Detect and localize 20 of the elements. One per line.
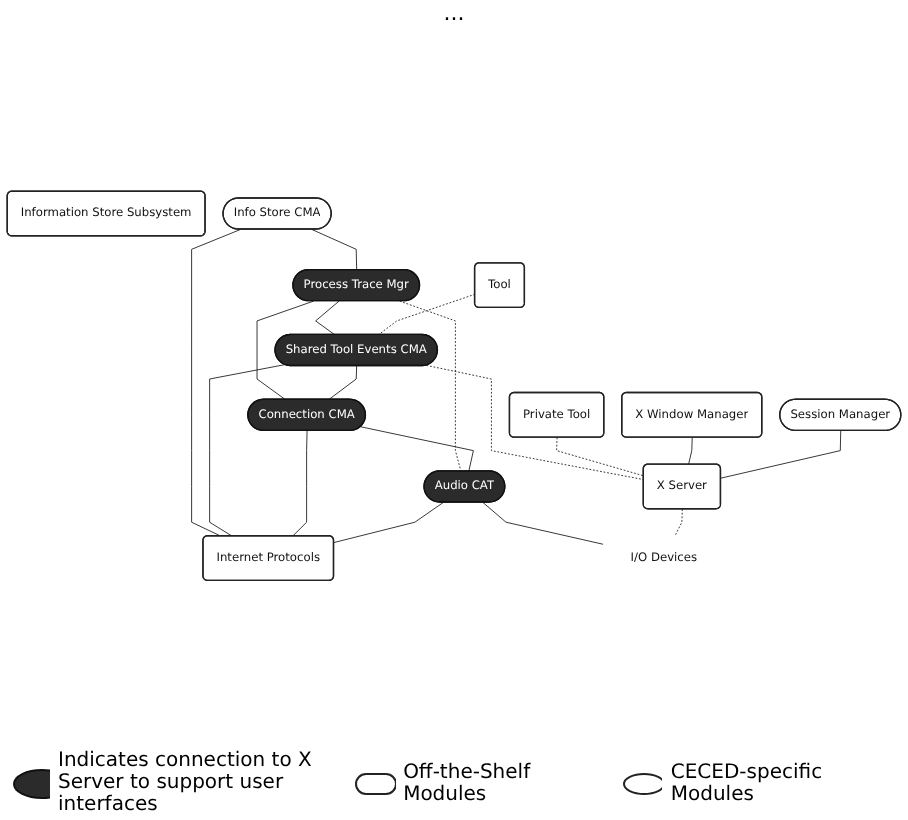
connector xyxy=(360,426,474,472)
connector xyxy=(377,294,476,336)
connector xyxy=(556,437,645,477)
connector xyxy=(720,430,842,479)
connector xyxy=(191,229,241,537)
connector xyxy=(292,430,308,537)
connector xyxy=(482,502,605,546)
connector xyxy=(688,437,693,466)
connector xyxy=(674,508,683,537)
connector xyxy=(425,365,645,481)
connector xyxy=(328,365,358,401)
note-text: ... xyxy=(443,0,465,26)
connector xyxy=(256,300,315,401)
legend-text: Indicates connection to X Server to support user interfaces xyxy=(58,750,314,816)
connector xyxy=(209,364,286,537)
legend-text: CECED-specific Modules xyxy=(670,761,825,805)
legend-text: Off-the-Shelf Modules xyxy=(403,761,533,805)
connector xyxy=(399,300,462,472)
connector xyxy=(333,502,444,544)
connector xyxy=(311,229,358,271)
